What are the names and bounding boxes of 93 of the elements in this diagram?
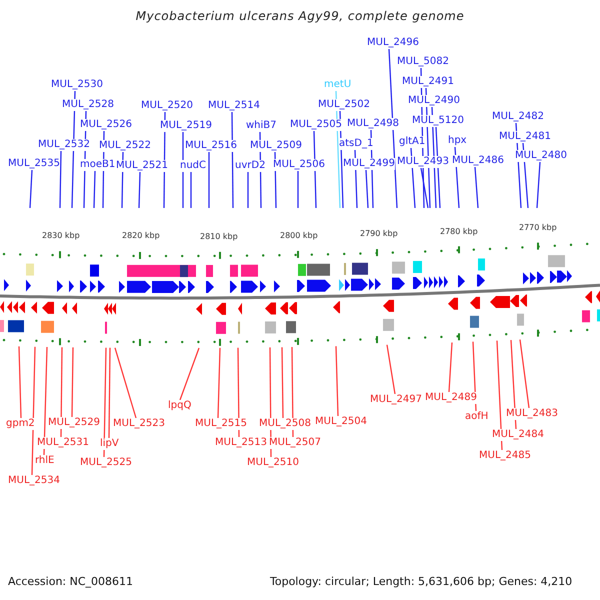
leader-line xyxy=(190,172,192,208)
gene-label: MUL_2507 xyxy=(269,437,321,449)
leader-line xyxy=(217,348,221,418)
gene-label: MUL_2519 xyxy=(160,120,212,132)
leader-line xyxy=(335,346,339,416)
gene-label: MUL_2490 xyxy=(408,95,460,107)
gene-label: MUL_2526 xyxy=(80,119,132,131)
leader-line xyxy=(291,347,294,437)
gene-label: MUL_5120 xyxy=(412,115,464,127)
gene-label: MUL_2513 xyxy=(215,437,267,449)
gene-label: MUL_2529 xyxy=(48,417,100,429)
gene-label: MUL_2498 xyxy=(347,118,399,130)
leader-line xyxy=(29,170,33,208)
gene-label: MUL_2514 xyxy=(208,100,260,112)
leader-line xyxy=(31,346,36,476)
scale-label: 2830 kbp xyxy=(42,230,80,242)
leader-line xyxy=(108,348,111,438)
leader-line xyxy=(208,152,210,208)
gene-label: MUL_2509 xyxy=(250,140,302,152)
gene-label: MUL_2493 xyxy=(397,156,449,168)
leader-line xyxy=(114,348,137,418)
leader-line xyxy=(18,346,22,418)
gene-label: MUL_2532 xyxy=(38,139,90,151)
leader-line xyxy=(281,347,284,418)
gene-label: MUL_5082 xyxy=(397,56,449,68)
leader-line xyxy=(496,340,503,450)
gene-label: MUL_2485 xyxy=(479,450,531,462)
leader-line xyxy=(93,170,96,208)
gene-label: atsD_1 xyxy=(339,138,374,150)
gene-label: MUL_2525 xyxy=(80,457,132,469)
gene-label: MUL_2520 xyxy=(141,100,193,112)
gene-label: MUL_2506 xyxy=(273,159,325,171)
leader-line xyxy=(519,340,530,408)
gene-label: MUL_2491 xyxy=(402,76,454,88)
leader-line xyxy=(474,166,479,208)
scale-label: 2770 kbp xyxy=(519,222,557,234)
scale-label: 2820 kbp xyxy=(122,230,160,242)
gene-label: MUL_2508 xyxy=(259,418,311,430)
gene-label: MUL_2483 xyxy=(506,408,558,420)
scale-label: 2800 kbp xyxy=(280,230,318,242)
gene-label: MUL_2523 xyxy=(113,418,165,430)
leader-line xyxy=(386,344,396,394)
gene-label: lpqQ xyxy=(168,400,192,412)
scale-label: 2780 kbp xyxy=(440,226,478,238)
gene-label: gltA1 xyxy=(399,136,426,148)
gene-label: nudC xyxy=(180,160,206,172)
leader-line xyxy=(510,340,517,430)
gene-label: MUL_2510 xyxy=(247,457,299,469)
leader-line xyxy=(297,171,299,208)
gene-label: MUL_2528 xyxy=(62,99,114,111)
gene-label: MUL_2489 xyxy=(425,392,477,404)
gene-label: lipV xyxy=(100,438,119,450)
gene-label: MUL_2505 xyxy=(290,119,342,131)
leader-line xyxy=(237,348,240,437)
gene-label: MUL_2482 xyxy=(492,111,544,123)
gene-label: gpm2 xyxy=(6,418,35,430)
leader-line xyxy=(420,168,429,208)
gene-label: MUL_2515 xyxy=(195,418,247,430)
gene-label: uvrD2 xyxy=(235,160,266,172)
leader-line xyxy=(536,162,541,208)
gene-label: MUL_2497 xyxy=(370,394,422,406)
gene-label: MUL_2535 xyxy=(8,158,60,170)
leader-line xyxy=(59,150,62,208)
gene-label: MUL_2484 xyxy=(492,429,544,441)
leader-line xyxy=(247,172,249,208)
leader-line xyxy=(43,346,48,456)
leader-line xyxy=(138,172,141,208)
gene-label: MUL_2496 xyxy=(367,37,419,49)
gene-label: MUL_2504 xyxy=(315,416,367,428)
leader-line xyxy=(60,347,63,437)
scale-label: 2790 kbp xyxy=(360,228,398,240)
gene-label: MUL_2522 xyxy=(99,140,151,152)
scale-label: 2810 kbp xyxy=(200,231,238,243)
leader-line xyxy=(179,348,200,400)
leader-line xyxy=(103,348,107,458)
gene-label: MUL_2521 xyxy=(116,160,168,172)
gene-label: moeB1 xyxy=(80,159,116,171)
gene-label: MUL_2499 xyxy=(343,158,395,170)
leader-line xyxy=(388,48,398,208)
footer-text: Topology: circular; Length: 5,631,606 bp; Genes: 4,210 xyxy=(270,576,572,588)
gene-label: hpx xyxy=(448,135,467,147)
gene-label: MUL_2486 xyxy=(452,155,504,167)
footer-text: Accession: NC_008611 xyxy=(8,576,134,588)
gene-label: MUL_2530 xyxy=(51,79,103,91)
gene-label: MUL_2534 xyxy=(8,475,60,487)
gene-label: MUL_2502 xyxy=(318,99,370,111)
gene-label: MUL_2480 xyxy=(515,150,567,162)
gene-label: MUL_2531 xyxy=(37,437,89,449)
leader-line xyxy=(71,347,74,417)
leader-line xyxy=(448,342,453,392)
gene-label: MUL_2516 xyxy=(185,140,237,152)
leader-line xyxy=(365,170,369,208)
gene-label: MUL_2481 xyxy=(499,131,551,143)
